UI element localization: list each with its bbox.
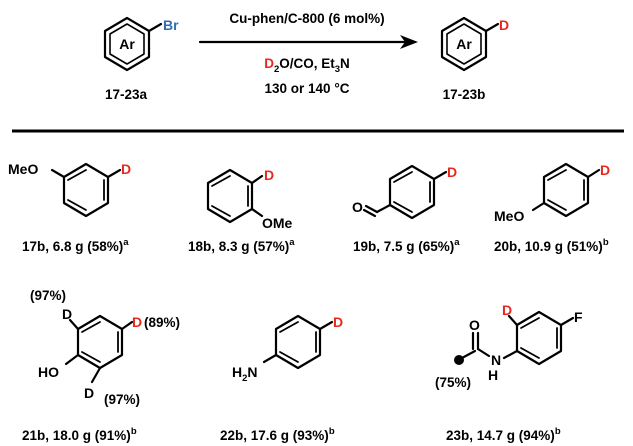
product-id: 17-23b [443,87,486,102]
reactant-id: 17-23a [105,87,148,102]
product-d-label: D [499,17,509,33]
compound-22b-h2n: H2N [232,364,258,384]
compound-23b-f: F [574,309,583,325]
compound-20b: D MeO 20b, 10.9 g (51%)b [494,162,610,254]
compound-20b-caption: 20b, 10.9 g (51%)b [494,237,609,254]
compound-23b-d: D [502,302,512,318]
compound-17b-d: D [121,161,131,177]
compound-18b-d: D [264,167,274,183]
reactant-ar-label: Ar [119,36,135,52]
reaction-arrow [198,35,418,49]
compound-19b-caption: 19b, 7.5 g (65%)a [353,237,460,254]
compound-21b: (97%) D D (89%) HO D (97%) 21b, 18.0 g (… [22,288,180,443]
compound-22b-d: D [333,314,343,330]
compound-23b-n: N [491,352,501,368]
compound-22b: D H2N 22b, 17.6 g (93%)b [220,314,343,443]
compound-21b-pct-2: (89%) [144,315,180,330]
compound-20b-meo: MeO [494,208,524,224]
compound-18b: D OMe 18b, 8.3 g (57%)a [188,167,295,254]
compound-22b-caption: 22b, 17.6 g (93%)b [220,426,335,443]
compound-21b-caption: 21b, 18.0 g (91%)b [22,426,137,443]
compound-17b-meo: MeO [8,161,38,177]
reactant-br-label: Br [163,17,179,33]
catalyst-label: Cu-phen/C-800 (6 mol%) [229,11,384,26]
compound-21b-d-2: D [132,314,142,330]
product-ar-label: Ar [456,36,472,52]
compound-23b-o: O [469,317,480,333]
compound-17b: MeO D 17b, 6.8 g (58%)a [8,161,131,254]
compound-23b-caption: 23b, 14.7 g (94%)b [446,426,561,443]
product-structure: Ar D 17-23b [440,16,509,102]
compound-21b-pct-1: (97%) [30,288,66,303]
compound-23b-label-dot [454,355,464,365]
compound-21b-d-3: D [84,385,94,401]
compound-21b-ho: HO [38,364,59,380]
compound-21b-d-1: D [62,306,72,322]
compound-17b-caption: 17b, 6.8 g (58%)a [22,237,129,254]
compound-19b-o: O [352,199,363,215]
reagents-label: D2O/CO, Et3N [264,56,350,75]
compound-18b-caption: 18b, 8.3 g (57%)a [188,237,295,254]
compound-20b-d: D [600,162,610,178]
temperature-label: 130 or 140 °C [265,81,350,96]
compound-23b-pct: (75%) [435,375,471,390]
compound-19b: D O 19b, 7.5 g (65%)a [352,164,460,254]
compound-23b: F D N H O (75%) 23b, 14.7 g (94%)b [435,302,583,443]
compound-19b-d: D [447,164,457,180]
reactant-structure: Ar Br 17-23a [103,16,179,102]
compound-21b-pct-3: (97%) [104,392,140,407]
compound-23b-h: H [488,367,498,383]
compound-18b-ome: OMe [262,215,293,231]
